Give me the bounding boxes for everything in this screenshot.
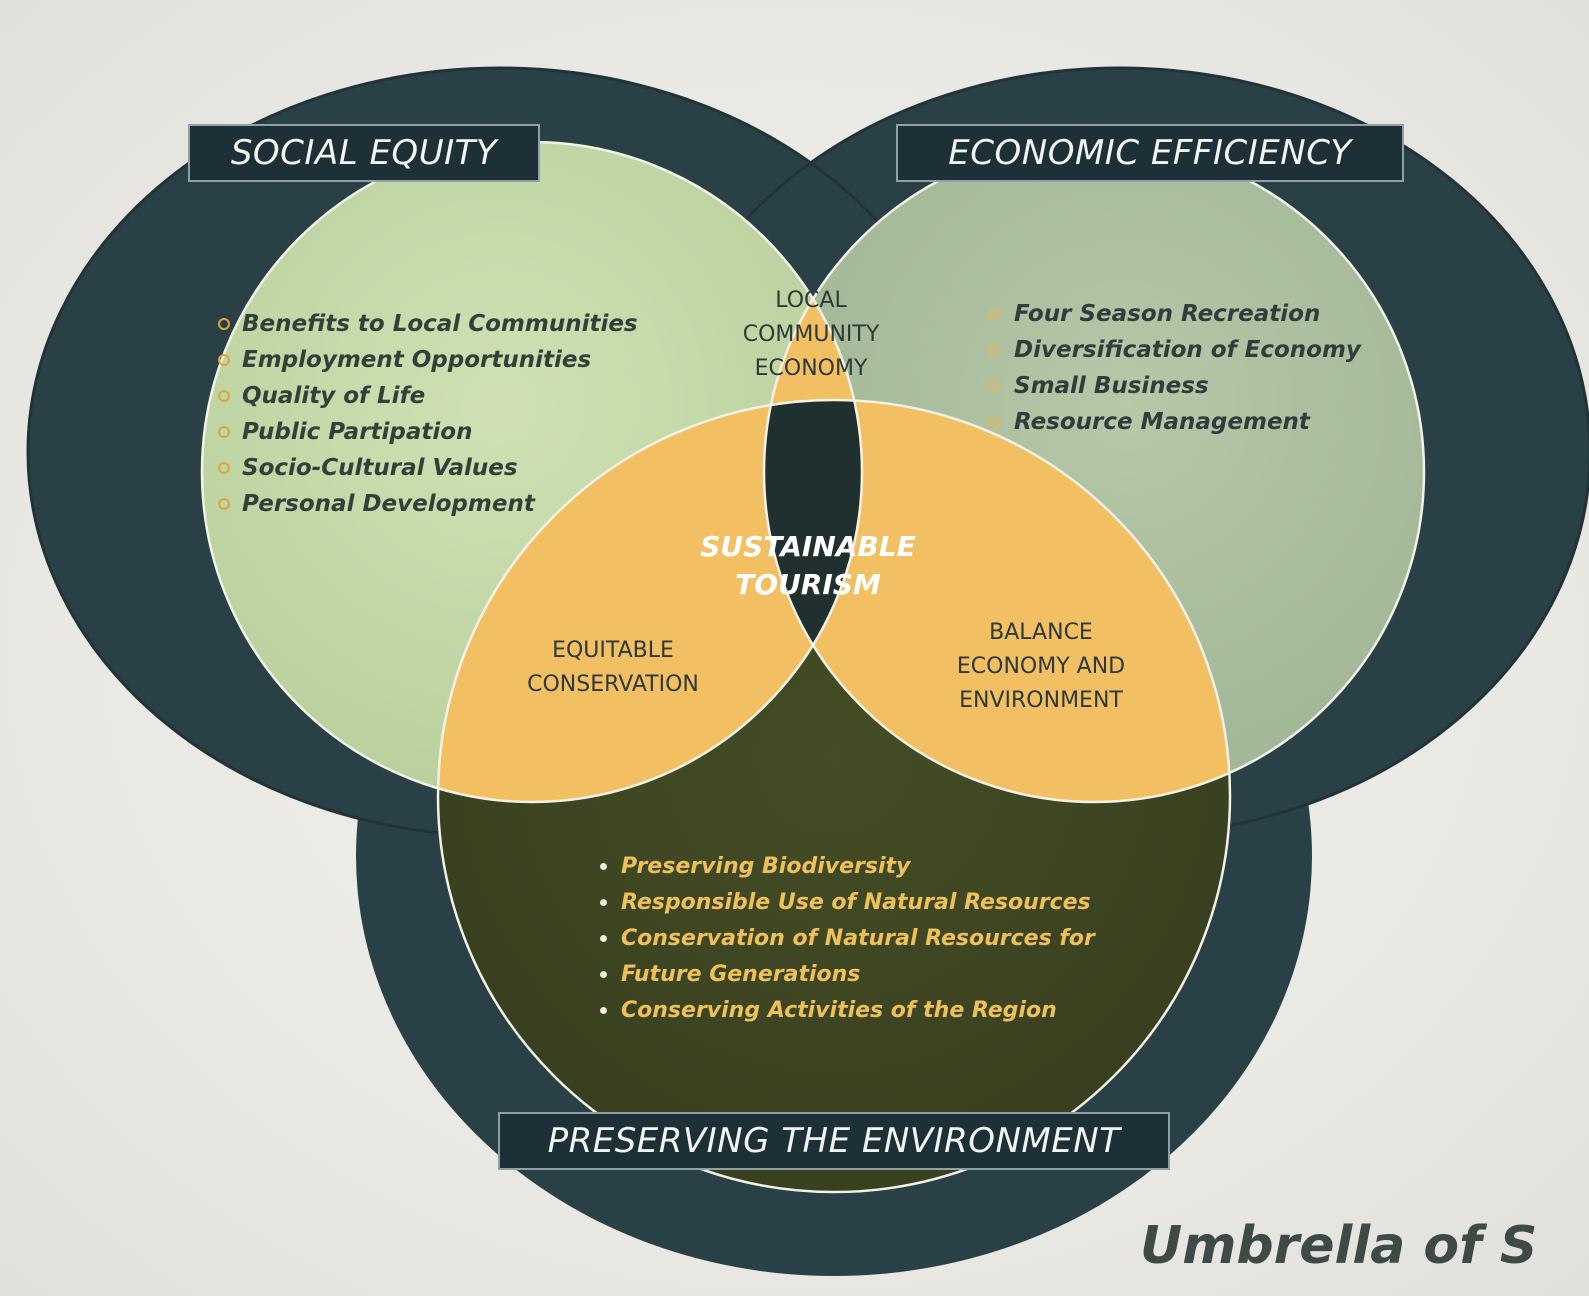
list-item: Quality of Life	[218, 378, 638, 414]
economic-efficiency-list: Four Season Recreation Diversification o…	[988, 296, 1361, 440]
list-item: Personal Development	[218, 486, 638, 522]
bullet-icon	[218, 462, 230, 474]
bullet-icon	[218, 426, 230, 438]
list-item: Benefits to Local Communities	[218, 306, 638, 342]
economic-efficiency-title: ECONOMIC EFFICIENCY	[896, 124, 1404, 182]
bullet-icon	[218, 318, 230, 330]
bullet-icon	[218, 390, 230, 402]
list-item: Four Season Recreation	[988, 296, 1361, 332]
list-item: Responsible Use of Natural Resources	[600, 884, 1095, 920]
list-item: Conservation of Natural Resources for	[600, 920, 1095, 956]
list-item: Diversification of Economy	[988, 332, 1361, 368]
bullet-icon	[988, 416, 1000, 428]
list-item: Employment Opportunities	[218, 342, 638, 378]
preserving-environment-list: Preserving Biodiversity Responsible Use …	[600, 848, 1095, 1028]
list-item: Small Business	[988, 368, 1361, 404]
bullet-icon	[600, 862, 607, 870]
sustainable-tourism-label: SUSTAINABLE TOURISM	[700, 530, 916, 601]
equitable-conservation-label: EQUITABLE CONSERVATION	[527, 638, 699, 697]
list-item: Resource Management	[988, 404, 1361, 440]
balance-economy-environment-label: BALANCE ECONOMY AND ENVIRONMENT	[956, 620, 1126, 713]
list-item: Conserving Activities of the Region	[600, 992, 1095, 1028]
preserving-environment-title: PRESERVING THE ENVIRONMENT	[498, 1112, 1170, 1170]
list-item: Preserving Biodiversity	[600, 848, 1095, 884]
bullet-icon	[600, 898, 607, 906]
social-equity-list: Benefits to Local Communities Employment…	[218, 306, 638, 522]
bullet-icon	[988, 308, 1000, 320]
bullet-icon	[988, 380, 1000, 392]
list-item: Public Partipation	[218, 414, 638, 450]
bullet-icon	[600, 1006, 607, 1014]
list-item: Future Generations	[600, 956, 1095, 992]
footer-title: Umbrella of S	[1140, 1216, 1538, 1276]
bullet-icon	[600, 970, 607, 978]
local-community-economy-label: LOCAL COMMUNITY ECONOMY	[742, 288, 880, 381]
bullet-icon	[600, 934, 607, 942]
bullet-icon	[218, 354, 230, 366]
bullet-icon	[988, 344, 1000, 356]
social-equity-title: SOCIAL EQUITY	[188, 124, 540, 182]
list-item: Socio-Cultural Values	[218, 450, 638, 486]
bullet-icon	[218, 498, 230, 510]
